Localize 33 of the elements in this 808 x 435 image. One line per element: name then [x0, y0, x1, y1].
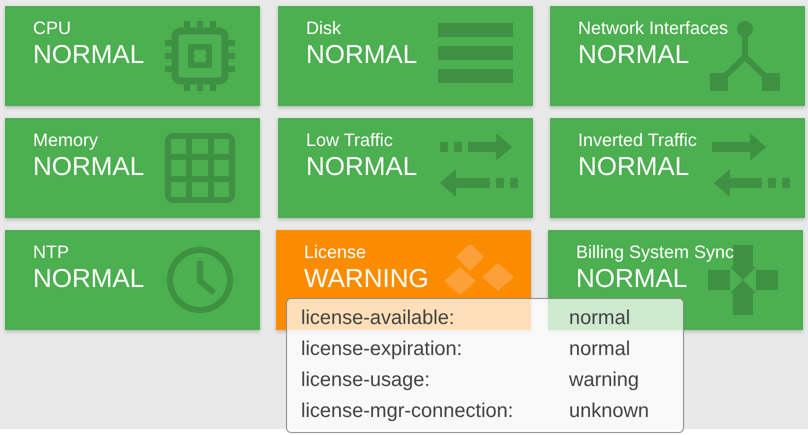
status-tile: [550, 6, 805, 106]
metric-status: warning: [569, 369, 640, 392]
tile-title: Billing System Sync: [576, 242, 734, 263]
tile-title: Inverted Traffic: [578, 130, 697, 151]
status-text: NORMAL: [306, 39, 418, 70]
status-text: NORMAL: [578, 39, 690, 70]
tile-title: License: [304, 242, 366, 263]
tile-title: Low Traffic: [306, 130, 393, 151]
tile-title: Disk: [306, 18, 341, 39]
status-text: NORMAL: [33, 39, 144, 70]
status-tile: [278, 118, 533, 218]
tile-title: Network Interfaces: [578, 18, 728, 39]
status-tile: [5, 6, 260, 106]
tile-title: CPU: [33, 18, 72, 39]
metric-status: normal: [569, 307, 630, 330]
status-tile: [5, 230, 260, 330]
status-tile: [550, 118, 805, 218]
metric-name: license-usage:: [301, 369, 430, 392]
status-tile: [278, 6, 533, 106]
status-text: NORMAL: [33, 263, 144, 294]
tile-title: NTP: [33, 242, 69, 263]
status-text: NORMAL: [576, 263, 688, 294]
metric-status: unknown: [569, 400, 650, 423]
metric-name: license-available:: [301, 307, 454, 330]
metric-status: normal: [569, 338, 630, 361]
status-text: WARNING: [304, 263, 429, 294]
status-tile: [5, 118, 260, 218]
status-text: NORMAL: [578, 151, 690, 182]
metric-name: license-expiration:: [301, 338, 462, 361]
metric-name: license-mgr-connection:: [301, 400, 514, 423]
status-text: NORMAL: [306, 151, 418, 182]
status-text: NORMAL: [33, 151, 144, 182]
tile-title: Memory: [33, 130, 98, 151]
